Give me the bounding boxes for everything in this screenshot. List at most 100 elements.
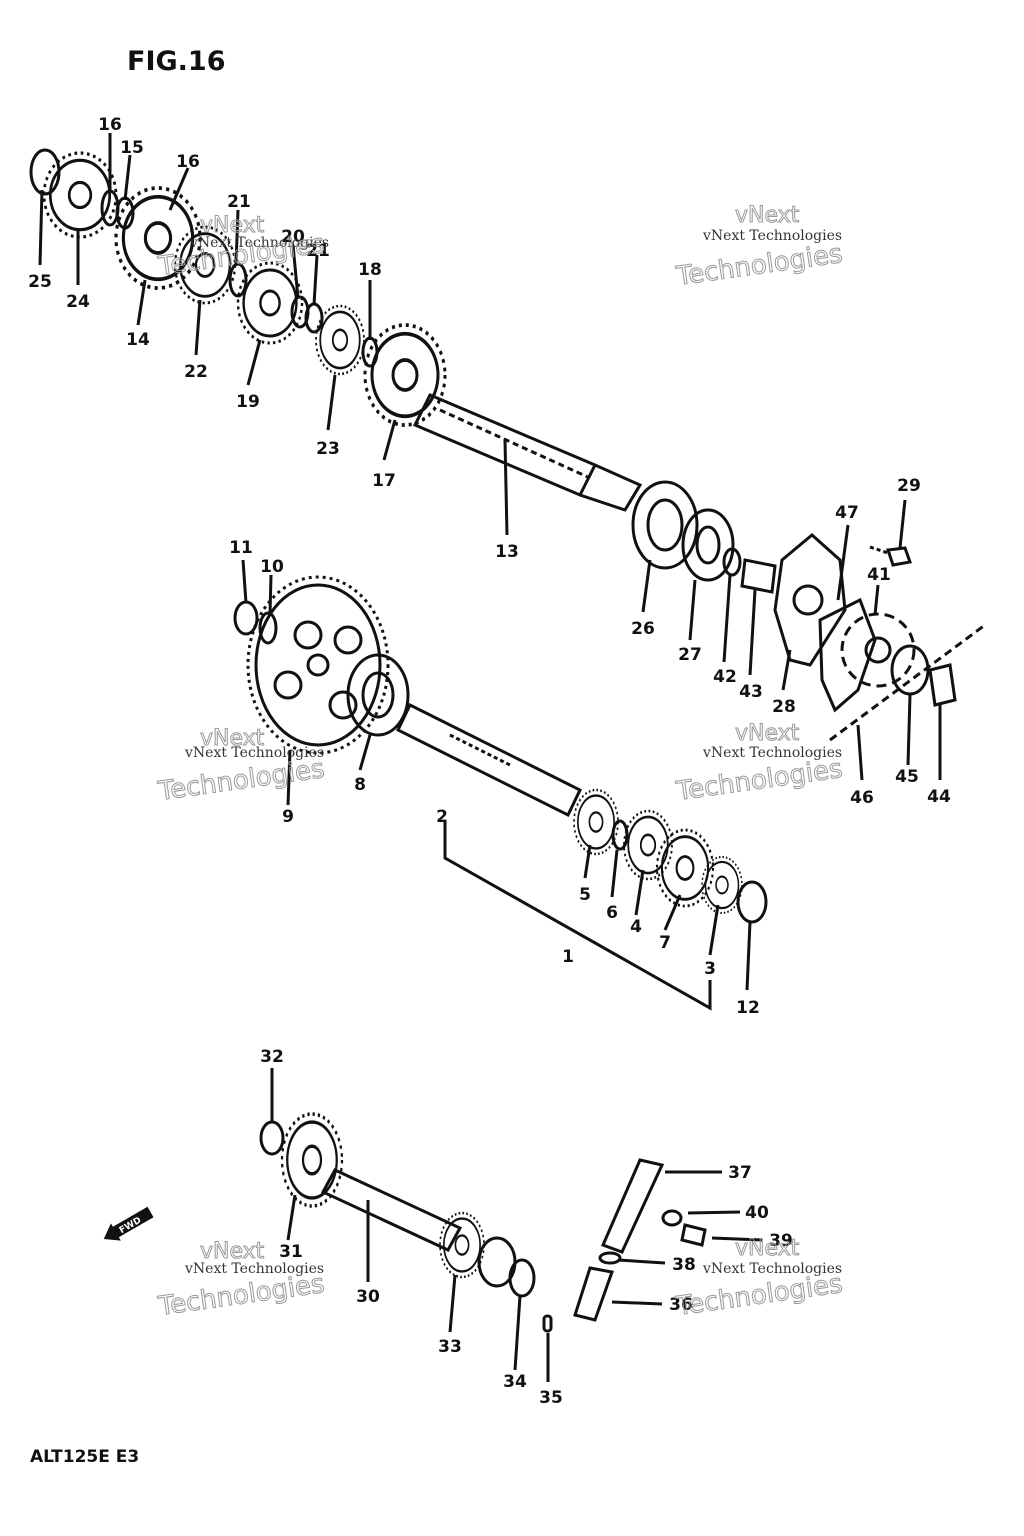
watermark: vNext vNext Technologies Technologies — [673, 721, 845, 808]
o-ring-42 — [722, 547, 742, 577]
callout-21: 21 — [227, 192, 251, 212]
callout-23: 23 — [316, 439, 340, 459]
callout-25: 25 — [28, 272, 52, 292]
callout-45: 45 — [895, 767, 919, 787]
pin-35 — [542, 1314, 553, 1333]
callout-36: 36 — [669, 1295, 693, 1315]
figure-title: FIG.16 — [127, 46, 225, 77]
nut-11 — [233, 600, 259, 636]
svg-text:vNext: vNext — [735, 1236, 800, 1261]
callout-7: 7 — [659, 933, 671, 953]
callout-21: 21 — [306, 241, 330, 261]
gear-23 — [314, 304, 366, 376]
svg-text:vNext Technologies: vNext Technologies — [184, 745, 324, 761]
svg-text:vNext Technologies: vNext Technologies — [189, 235, 329, 251]
svg-text:vNext: vNext — [735, 203, 800, 228]
callout-37: 37 — [728, 1163, 752, 1183]
washer-21 — [228, 262, 248, 298]
thrust-ring-25 — [29, 148, 61, 196]
callout-22: 22 — [184, 362, 208, 382]
callout-30: 30 — [356, 1287, 380, 1307]
callout-16: 16 — [176, 152, 200, 172]
sprocket-41 — [840, 612, 916, 688]
assembly-1-bracket — [443, 820, 712, 1011]
model-code-label: ALT125E E3 — [30, 1447, 139, 1467]
callout-labels: 16 15 16 21 20 21 18 25 24 14 22 19 23 1… — [28, 115, 951, 1408]
callout-15: 15 — [120, 138, 144, 158]
cover-47 — [818, 597, 877, 713]
gear-36 — [573, 1266, 615, 1322]
bearing-26-inner — [646, 498, 684, 552]
plate-28 — [773, 533, 847, 667]
callout-26: 26 — [631, 619, 655, 639]
svg-text:vNext Technologies: vNext Technologies — [702, 745, 842, 761]
mainshaft-assembly — [233, 575, 768, 1011]
bolt-29 — [885, 546, 913, 567]
callout-20: 20 — [281, 227, 305, 247]
callout-27: 27 — [678, 645, 702, 665]
callout-43: 43 — [739, 682, 763, 702]
washer-34 — [508, 1258, 536, 1298]
washer-32 — [259, 1120, 285, 1156]
callout-10: 10 — [260, 557, 284, 577]
callout-19: 19 — [236, 392, 260, 412]
callout-46: 46 — [850, 788, 874, 808]
drive-chain-46 — [829, 623, 986, 742]
gear-9 — [246, 575, 390, 755]
countershaft-end — [579, 463, 643, 512]
callout-11: 11 — [229, 538, 253, 558]
washer-45 — [890, 644, 930, 696]
svg-text:vNext: vNext — [735, 721, 800, 746]
callout-14: 14 — [126, 330, 150, 350]
callout-13: 13 — [495, 542, 519, 562]
svg-text:vNext Technologies: vNext Technologies — [702, 228, 842, 244]
callout-34: 34 — [503, 1372, 527, 1392]
callout-16: 16 — [98, 115, 122, 135]
svg-text:vNext: vNext — [200, 213, 265, 238]
callout-40: 40 — [745, 1203, 769, 1223]
bearing-26 — [631, 480, 699, 570]
nut-44 — [928, 663, 957, 707]
washer-38 — [598, 1251, 622, 1265]
svg-text:vNext: vNext — [200, 1239, 265, 1264]
kick-shaft-30 — [320, 1168, 463, 1252]
callout-6: 6 — [606, 903, 618, 923]
callout-35: 35 — [539, 1388, 563, 1408]
mainshaft — [396, 702, 582, 818]
callout-39: 39 — [769, 1231, 793, 1251]
countershaft-splines — [439, 408, 591, 480]
callout-38: 38 — [672, 1255, 696, 1275]
oil-seal-27-inner — [695, 525, 721, 565]
gear-4 — [622, 809, 674, 881]
oil-seal-27 — [681, 508, 735, 582]
callout-24: 24 — [66, 292, 90, 312]
callout-47: 47 — [835, 503, 859, 523]
callout-3: 3 — [704, 959, 716, 979]
washer-40 — [661, 1209, 683, 1227]
callout-31: 31 — [279, 1242, 303, 1262]
callout-9: 9 — [282, 807, 294, 827]
svg-text:Technologies: Technologies — [156, 754, 327, 807]
gear-17 — [363, 323, 447, 427]
callout-4: 4 — [630, 917, 642, 937]
svg-text:vNext Technologies: vNext Technologies — [184, 1261, 324, 1277]
callout-18: 18 — [358, 260, 382, 280]
bolt-29-leader — [869, 545, 889, 555]
callout-44: 44 — [927, 787, 951, 807]
callout-2: 2 — [436, 807, 448, 827]
callout-32: 32 — [260, 1047, 284, 1067]
watermark: vNext vNext Technologies Technologies — [155, 213, 329, 283]
callout-33: 33 — [438, 1337, 462, 1357]
washer-6 — [611, 819, 629, 851]
watermark: vNext vNext Technologies Technologies — [673, 203, 845, 293]
watermark: vNext vNext Technologies Technologies — [673, 1236, 845, 1323]
callout-17: 17 — [372, 471, 396, 491]
gear-33 — [438, 1211, 486, 1279]
watermark: vNext vNext Technologies Technologies — [155, 726, 327, 808]
leader-lines — [38, 133, 942, 1382]
callout-5: 5 — [579, 885, 591, 905]
spacer-43 — [740, 558, 777, 594]
washer-10 — [258, 611, 278, 645]
svg-text:Technologies: Technologies — [674, 239, 845, 292]
